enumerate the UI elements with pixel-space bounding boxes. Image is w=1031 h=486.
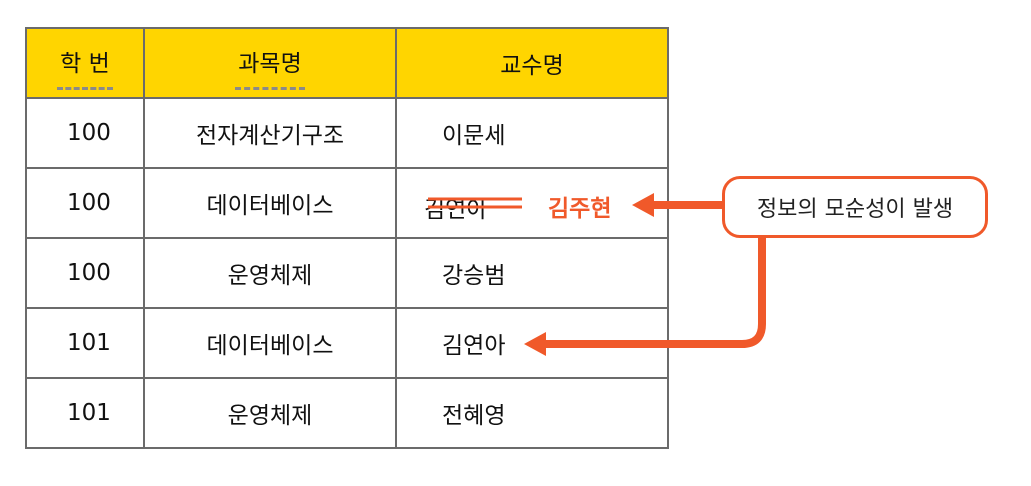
cell-student-id: 100 <box>25 237 145 309</box>
cell-professor-name: 전혜영 <box>395 377 669 449</box>
callout-text: 정보의 모순성이 발생 <box>756 197 954 222</box>
table-row: 100 운영체제 강승범 <box>25 237 669 309</box>
cell-professor-name: 이문세 <box>395 97 669 169</box>
cell-student-id: 101 <box>25 377 145 449</box>
cell-professor-name-updated <box>395 167 669 239</box>
old-professor-name: 김연아 <box>424 197 488 223</box>
student-course-table: 학 번 과목명 교수명 100 전자계산기구조 이문세 100 데이터베이스 1… <box>25 27 669 449</box>
student-id-key-label: 학 번 <box>57 44 113 90</box>
table-row: 100 전자계산기구조 이문세 <box>25 97 669 169</box>
cell-student-id: 100 <box>25 167 145 239</box>
arrow-to-updated-name-icon <box>632 193 654 217</box>
cell-student-id: 101 <box>25 307 145 379</box>
table-header-row: 학 번 과목명 교수명 <box>25 27 669 99</box>
header-professor-name: 교수명 <box>395 27 669 99</box>
table-row: 101 운영체제 전혜영 <box>25 377 669 449</box>
cell-course-name: 운영체제 <box>143 237 397 309</box>
new-professor-name: 김주현 <box>548 196 612 222</box>
cell-course-name: 데이터베이스 <box>143 167 397 239</box>
cell-course-name: 데이터베이스 <box>143 307 397 379</box>
header-course-name: 과목명 <box>143 27 397 99</box>
table-row: 100 데이터베이스 <box>25 167 669 239</box>
cell-professor-name: 강승범 <box>395 237 669 309</box>
course-name-key-label: 과목명 <box>235 44 306 90</box>
cell-course-name: 전자계산기구조 <box>143 97 397 169</box>
inconsistency-callout: 정보의 모순성이 발생 <box>722 176 988 238</box>
arrow-to-other-row-shaft <box>545 238 766 348</box>
cell-course-name: 운영체제 <box>143 377 397 449</box>
header-student-id: 학 번 <box>25 27 145 99</box>
cell-student-id: 100 <box>25 97 145 169</box>
arrow-to-other-row-icon <box>524 332 546 356</box>
